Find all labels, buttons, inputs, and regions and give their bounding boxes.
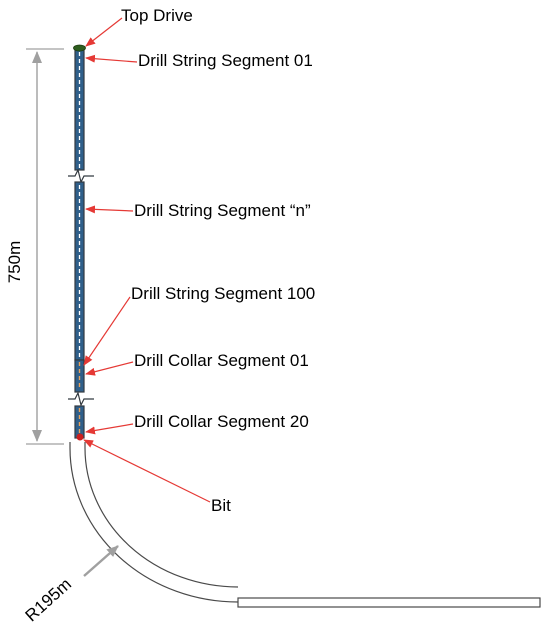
- leader-segment-100: [83, 296, 131, 366]
- drill-collar-lower: [74, 405, 85, 439]
- leader-bit: [83, 439, 211, 503]
- label-collar-01: Drill Collar Segment 01: [134, 351, 309, 370]
- label-segment-100: Drill String Segment 100: [131, 284, 315, 303]
- break-symbol-lower: [68, 391, 94, 407]
- radius-arrow: [83, 545, 119, 577]
- vertical-dimension: [26, 48, 64, 445]
- leader-top-drive: [85, 17, 123, 47]
- drill-collar-upper: [74, 359, 85, 393]
- label-segment-n: Drill String Segment “n”: [134, 201, 311, 220]
- label-segment-01: Drill String Segment 01: [138, 51, 313, 70]
- label-collar-20: Drill Collar Segment 20: [134, 412, 309, 431]
- leader-collar-20: [85, 423, 134, 435]
- leader-lines: [83, 17, 211, 503]
- vertical-length-label: 750m: [5, 241, 24, 284]
- wellbore: [69, 442, 541, 608]
- leader-collar-01: [85, 361, 134, 376]
- bend-radius-label: R195m: [22, 575, 75, 626]
- label-bit: Bit: [211, 496, 231, 515]
- leader-segment-n: [85, 205, 134, 214]
- bit-icon: [76, 433, 84, 441]
- break-symbol-upper: [68, 168, 94, 184]
- top-drive-icon: [73, 44, 86, 52]
- label-top-drive: Top Drive: [121, 6, 193, 25]
- drill-string-middle: [74, 181, 85, 361]
- drill-string-upper: [74, 47, 85, 171]
- leader-segment-01: [85, 54, 138, 63]
